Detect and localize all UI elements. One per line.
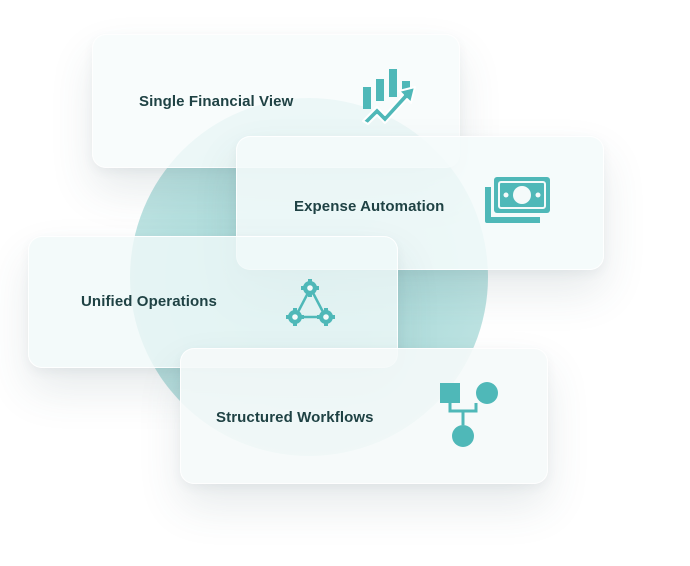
chart-growth-icon	[359, 65, 421, 132]
money-stack-icon	[482, 175, 552, 232]
workflow-icon	[439, 381, 501, 456]
card-label: Unified Operations	[81, 293, 217, 310]
card-structured-workflows: Structured Workflows	[180, 348, 548, 484]
card-unified-operations: Unified Operations	[28, 236, 398, 368]
card-label: Expense Automation	[294, 198, 445, 215]
card-label: Single Financial View	[139, 93, 294, 110]
card-label: Structured Workflows	[216, 409, 374, 426]
gears-network-icon	[285, 279, 339, 334]
